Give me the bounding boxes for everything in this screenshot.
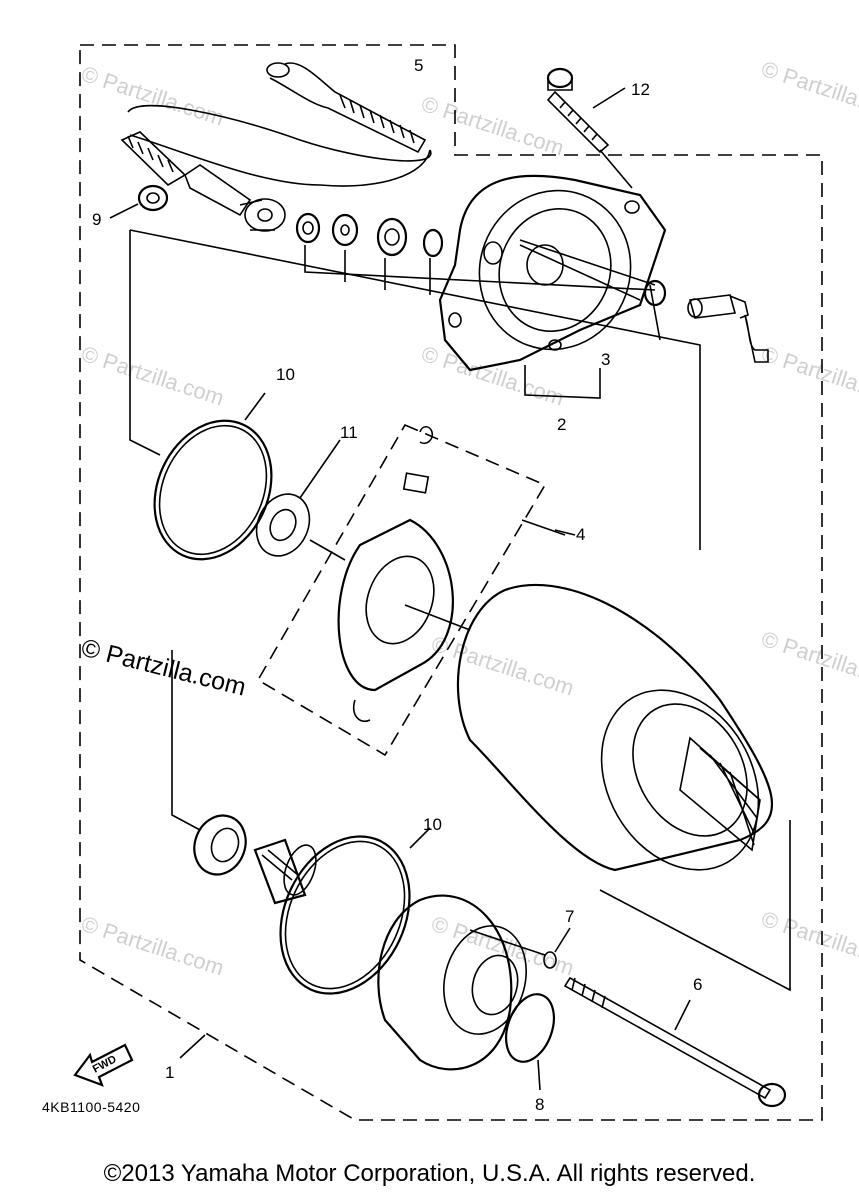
leader-lines-2-3 xyxy=(129,229,701,550)
part-bolt-12 xyxy=(546,67,633,189)
leader-4 xyxy=(554,529,576,536)
fwd-arrow-icon: FWD xyxy=(73,1043,134,1087)
callout-8: 8 xyxy=(535,1095,544,1114)
callout-11: 11 xyxy=(340,423,358,442)
watermark-text: © Partzilla.com xyxy=(758,626,859,696)
starter-motor-exploded-diagram: © Partzilla.com © Partzilla.com © Partzi… xyxy=(42,44,859,1121)
callout-6: 6 xyxy=(693,975,702,994)
part-o-ring-8 xyxy=(505,993,555,1091)
diagram-code: 4KB1100-5420 xyxy=(42,1099,140,1115)
callout-4: 4 xyxy=(576,525,585,544)
watermark-text: © Partzilla.com xyxy=(78,911,227,981)
partzilla-watermark: © Partzilla.com xyxy=(79,634,249,702)
watermark-text: © Partzilla.com xyxy=(78,341,227,411)
part-washers-row xyxy=(295,212,656,295)
callout-2: 2 xyxy=(557,415,566,434)
callout-12: 12 xyxy=(631,80,650,99)
part-brush-plate xyxy=(256,423,566,757)
fwd-label: FWD xyxy=(91,1053,119,1075)
part-yoke xyxy=(456,583,791,992)
callout-10-bottom: 10 xyxy=(423,815,442,834)
part-through-bolt xyxy=(563,976,787,1108)
leader-1 xyxy=(179,1034,206,1059)
callout-3: 3 xyxy=(601,350,610,369)
callout-1: 1 xyxy=(165,1063,174,1082)
watermark-text: © Partzilla.com xyxy=(418,91,567,161)
copyright-notice: ©2013 Yamaha Motor Corporation, U.S.A. A… xyxy=(103,1160,756,1187)
part-lead-wire xyxy=(120,62,432,232)
part-nut xyxy=(109,184,169,219)
part-washer-11 xyxy=(255,439,346,561)
part-terminal xyxy=(643,279,769,363)
watermark-text: © Partzilla.com xyxy=(418,341,567,411)
watermark-text: © Partzilla.com xyxy=(428,631,577,701)
watermark-text: © Partzilla.com xyxy=(758,906,859,976)
watermark-text: © Partzilla.com xyxy=(758,56,859,126)
watermark-text: © Partzilla.com xyxy=(78,61,227,131)
part-front-cover xyxy=(377,894,546,1071)
part-rear-cover xyxy=(438,174,667,372)
part-oil-seal xyxy=(171,650,247,876)
watermark-text: © Partzilla.com xyxy=(758,341,859,411)
part-o-ring-bottom xyxy=(279,827,431,995)
part-bearing xyxy=(253,838,317,905)
part-o-ring-top xyxy=(153,392,273,561)
part-o-ring-7 xyxy=(543,927,571,969)
callout-9: 9 xyxy=(92,210,101,229)
callout-5: 5 xyxy=(414,56,423,75)
callout-10-top: 10 xyxy=(276,365,295,384)
callout-7: 7 xyxy=(565,907,574,926)
